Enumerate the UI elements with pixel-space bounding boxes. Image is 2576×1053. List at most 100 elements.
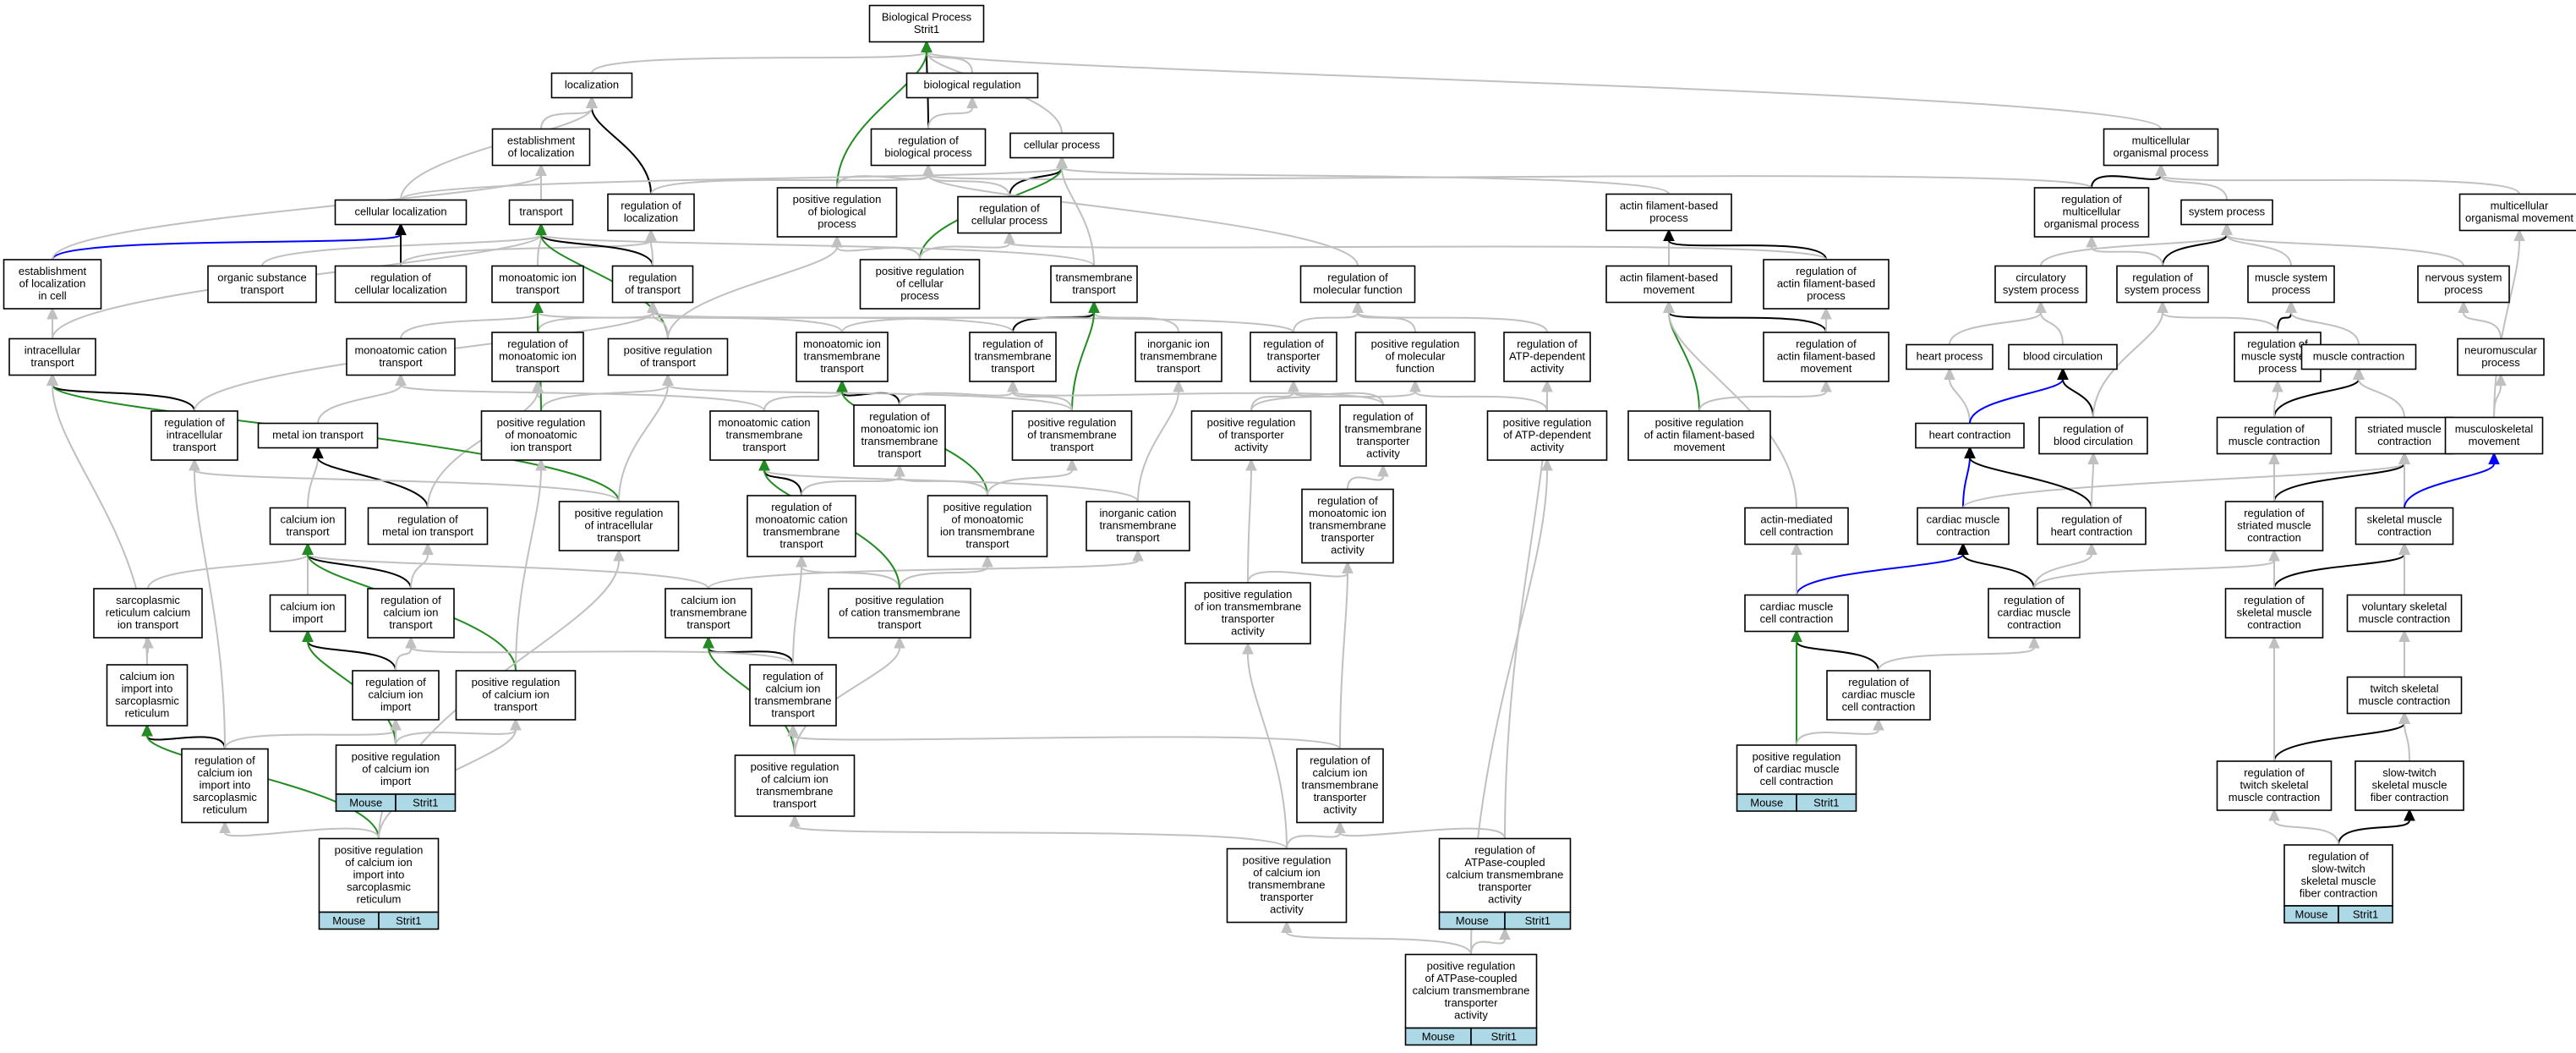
term-node-metalion[interactable]: metal ion transport: [257, 422, 379, 449]
term-node-heartproc[interactable]: heart process: [1906, 343, 1994, 370]
term-node-cellproc[interactable]: cellular process: [1009, 132, 1114, 159]
term-node-heartcontr[interactable]: heart contraction: [1915, 422, 2025, 449]
term-node-localization[interactable]: localization: [550, 72, 633, 99]
term-node-cellloc[interactable]: cellular localization: [334, 199, 468, 226]
term-node-bloodcirc[interactable]: blood circulation: [2008, 343, 2118, 370]
term-node-regtmtransporter[interactable]: regulation oftransmembranetransporteract…: [1339, 404, 1427, 467]
term-node-bioreg[interactable]: biological regulation: [905, 72, 1039, 99]
term-node-transport[interactable]: transport: [508, 199, 574, 226]
term-node-sysproc[interactable]: system process: [2180, 199, 2273, 226]
term-node-musclecontr[interactable]: muscle contraction: [2300, 343, 2417, 370]
